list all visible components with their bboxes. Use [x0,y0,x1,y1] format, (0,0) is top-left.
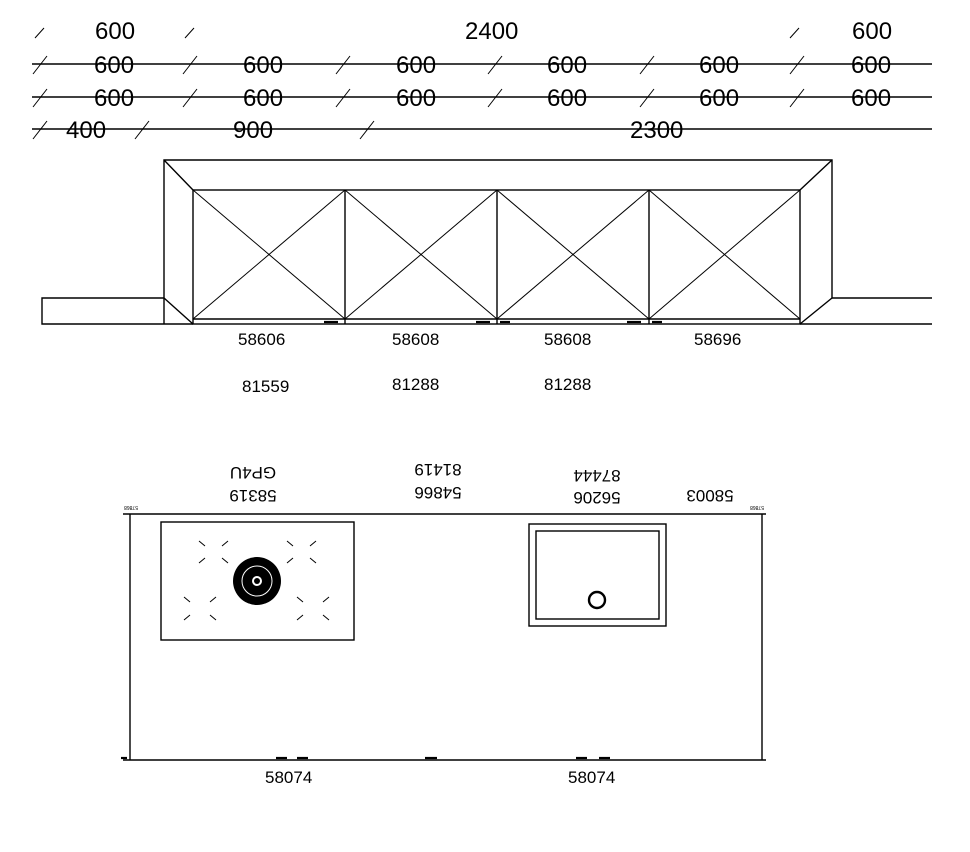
wall-code-6: 81288 [392,375,439,394]
wall-code-1: 58606 [238,330,285,349]
plan-top-labels: GP4U 81419 87444 58319 54866 56206 58003… [124,460,764,510]
wall-code-2: 58608 [392,330,439,349]
wall-code-3: 58608 [544,330,591,349]
worktop-plan [121,513,766,761]
dim-row-2: 600 600 600 600 600 600 [94,52,891,79]
plan-label-gp4u: GP4U [230,463,276,482]
plan-edge-tag-right: 57868 [750,504,764,510]
plan-bottom-labels: 58074 58074 [265,768,615,787]
dim-r1-3: 600 [852,18,892,45]
dim-r4-3: 2300 [630,117,683,144]
dim-r2-5: 600 [699,52,739,79]
plan-bottom-label-2: 58074 [568,768,615,787]
dim-r4-2: 900 [233,117,273,144]
dimension-texts: 600 2400 600 600 600 600 600 600 600 600… [66,18,892,144]
wall-code-5: 81559 [242,377,289,396]
dimension-lines [32,27,932,140]
dim-row-4: 400 900 2300 [66,117,683,144]
dim-r1-1: 600 [95,18,135,45]
plan-label-58003: 58003 [686,486,733,505]
dim-r1-2: 2400 [465,18,518,45]
dim-row-3: 600 600 600 600 600 600 [94,85,891,112]
dim-r2-3: 600 [396,52,436,79]
dim-r2-1: 600 [94,52,134,79]
dim-r3-6: 600 [851,85,891,112]
dim-r3-4: 600 [547,85,587,112]
plan-label-54866: 54866 [414,483,461,502]
dim-r3-2: 600 [243,85,283,112]
plan-label-58319: 58319 [229,486,276,505]
dim-r2-6: 600 [851,52,891,79]
dim-r2-2: 600 [243,52,283,79]
hob [160,521,355,641]
plan-label-87444: 87444 [573,466,620,485]
plan-label-56206: 56206 [573,488,620,507]
dim-r4-1: 400 [66,117,106,144]
dim-r2-4: 600 [547,52,587,79]
wall-cabinet-elevation [41,159,932,325]
sink [528,523,667,627]
plan-bottom-label-1: 58074 [265,768,312,787]
dim-r3-3: 600 [396,85,436,112]
plan-edge-tag-left: 57868 [124,504,138,510]
wall-cabinet-codes: 58606 58608 58608 58696 81559 81288 8128… [238,330,741,396]
wall-code-7: 81288 [544,375,591,394]
dim-r3-1: 600 [94,85,134,112]
dim-r3-5: 600 [699,85,739,112]
plan-label-81419: 81419 [414,460,461,479]
wall-code-4: 58696 [694,330,741,349]
